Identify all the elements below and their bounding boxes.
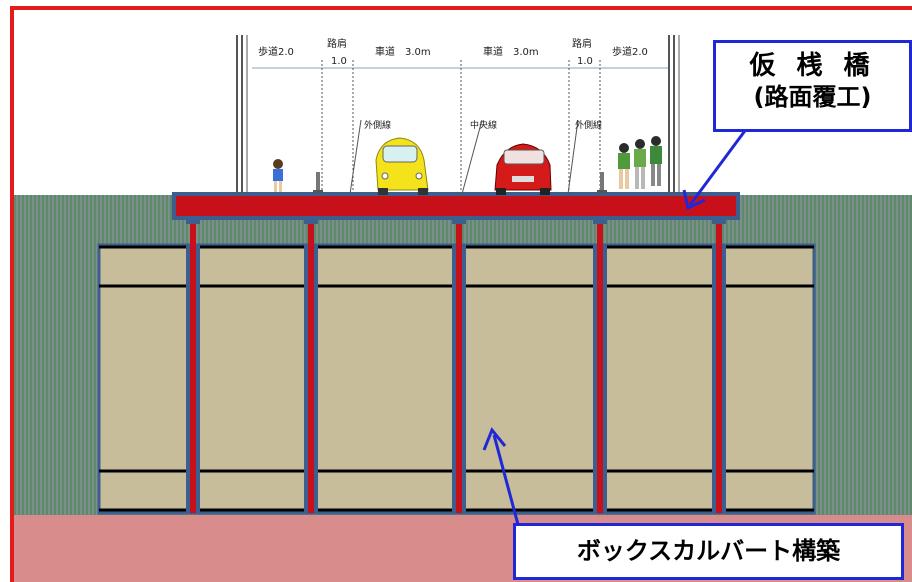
label-center-line: 中央線 <box>470 119 497 131</box>
yellow-car-icon <box>375 137 429 195</box>
label-lane-right: 車道 3.0m <box>483 45 539 58</box>
label-sidewalk-right: 歩道2.0 <box>612 45 648 58</box>
arrow-to-bridge <box>682 127 749 211</box>
label-outer-line-right: 外側線 <box>575 119 602 131</box>
callout-bridge-subtitle: (路面覆工) <box>753 83 872 111</box>
pedestrian-group-icon <box>618 136 662 189</box>
child-pedestrian-icon <box>273 159 283 192</box>
label-shoulder-left-bottom: 1.0 <box>331 56 347 67</box>
arrow-to-culvert <box>482 427 522 533</box>
road-section-drawing <box>236 35 680 195</box>
temporary-piles <box>190 218 722 513</box>
label-shoulder-right-bottom: 1.0 <box>577 56 593 67</box>
label-sidewalk-left: 歩道2.0 <box>258 45 294 58</box>
outer-frame <box>10 6 912 582</box>
section-labels: 歩道2.0 路肩 1.0 車道 3.0m 車道 3.0m 路肩 1.0 歩道2.… <box>258 37 648 131</box>
label-lane-left: 車道 3.0m <box>375 45 431 58</box>
temporary-bridge-deck <box>172 192 740 220</box>
red-car-icon <box>494 143 552 195</box>
callout-bridge-title: 仮 桟 橋 <box>749 51 876 81</box>
label-outer-line-left: 外側線 <box>364 119 391 131</box>
bollard-icon <box>313 172 607 193</box>
label-shoulder-right-top: 路肩 <box>572 37 592 50</box>
label-shoulder-left-top: 路肩 <box>327 37 347 50</box>
callout-temporary-bridge: 仮 桟 橋 (路面覆工) <box>713 40 912 132</box>
callout-box-culvert: ボックスカルバート構築 <box>513 523 904 580</box>
